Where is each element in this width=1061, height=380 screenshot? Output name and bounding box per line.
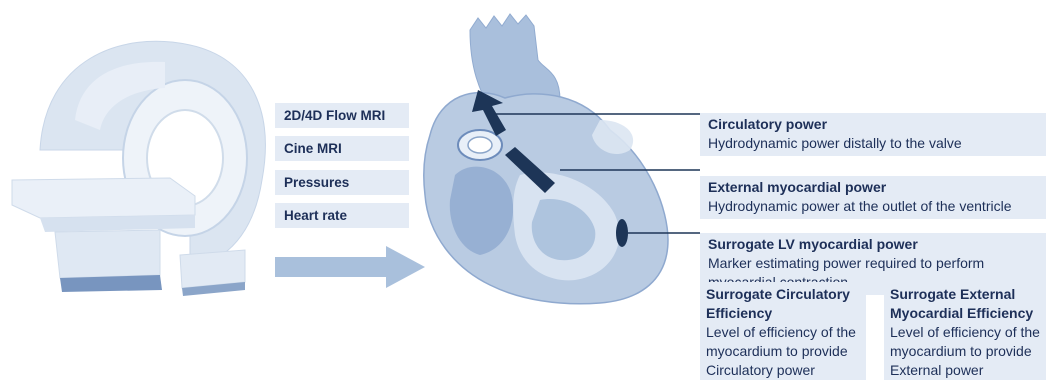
input-cine-mri: Cine MRI	[275, 136, 409, 161]
input-cine-mri-label: Cine MRI	[284, 141, 342, 156]
circulatory-power-description: Hydrodynamic power distally to the valve	[708, 134, 1046, 153]
surrogate-circulatory-efficiency-description: Level of efficiency of the myocardium to…	[706, 323, 866, 380]
external-myocardial-power-description: Hydrodynamic power at the outlet of the …	[708, 197, 1046, 216]
surrogate-circulatory-efficiency-title: Surrogate Circulatory Efficiency	[706, 285, 866, 323]
input-heart-rate: Heart rate	[275, 203, 409, 228]
input-pressures: Pressures	[275, 170, 409, 195]
input-heart-rate-label: Heart rate	[284, 208, 347, 223]
myocardium-marker	[616, 219, 628, 247]
circulatory-power-box: Circulatory power Hydrodynamic power dis…	[700, 113, 1046, 156]
surrogate-external-efficiency-box: Surrogate External Myocardial Efficiency…	[884, 282, 1046, 380]
surrogate-lv-power-title: Surrogate LV myocardial power	[708, 235, 1046, 254]
surrogate-circulatory-efficiency-box: Surrogate Circulatory Efficiency Level o…	[700, 282, 866, 380]
flow-arrow	[275, 246, 425, 288]
input-flow-mri-label: 2D/4D Flow MRI	[284, 108, 385, 123]
circulatory-power-title: Circulatory power	[708, 115, 1046, 134]
external-myocardial-power-box: External myocardial power Hydrodynamic p…	[700, 176, 1046, 219]
input-pressures-label: Pressures	[284, 175, 349, 190]
input-flow-mri: 2D/4D Flow MRI	[275, 103, 409, 128]
surrogate-external-efficiency-description: Level of efficiency of the myocardium to…	[890, 323, 1046, 380]
mri-scanner-illustration	[12, 41, 265, 296]
surrogate-external-efficiency-title: Surrogate External Myocardial Efficiency	[890, 285, 1046, 323]
heart-illustration	[424, 14, 668, 304]
external-myocardial-power-title: External myocardial power	[708, 178, 1046, 197]
